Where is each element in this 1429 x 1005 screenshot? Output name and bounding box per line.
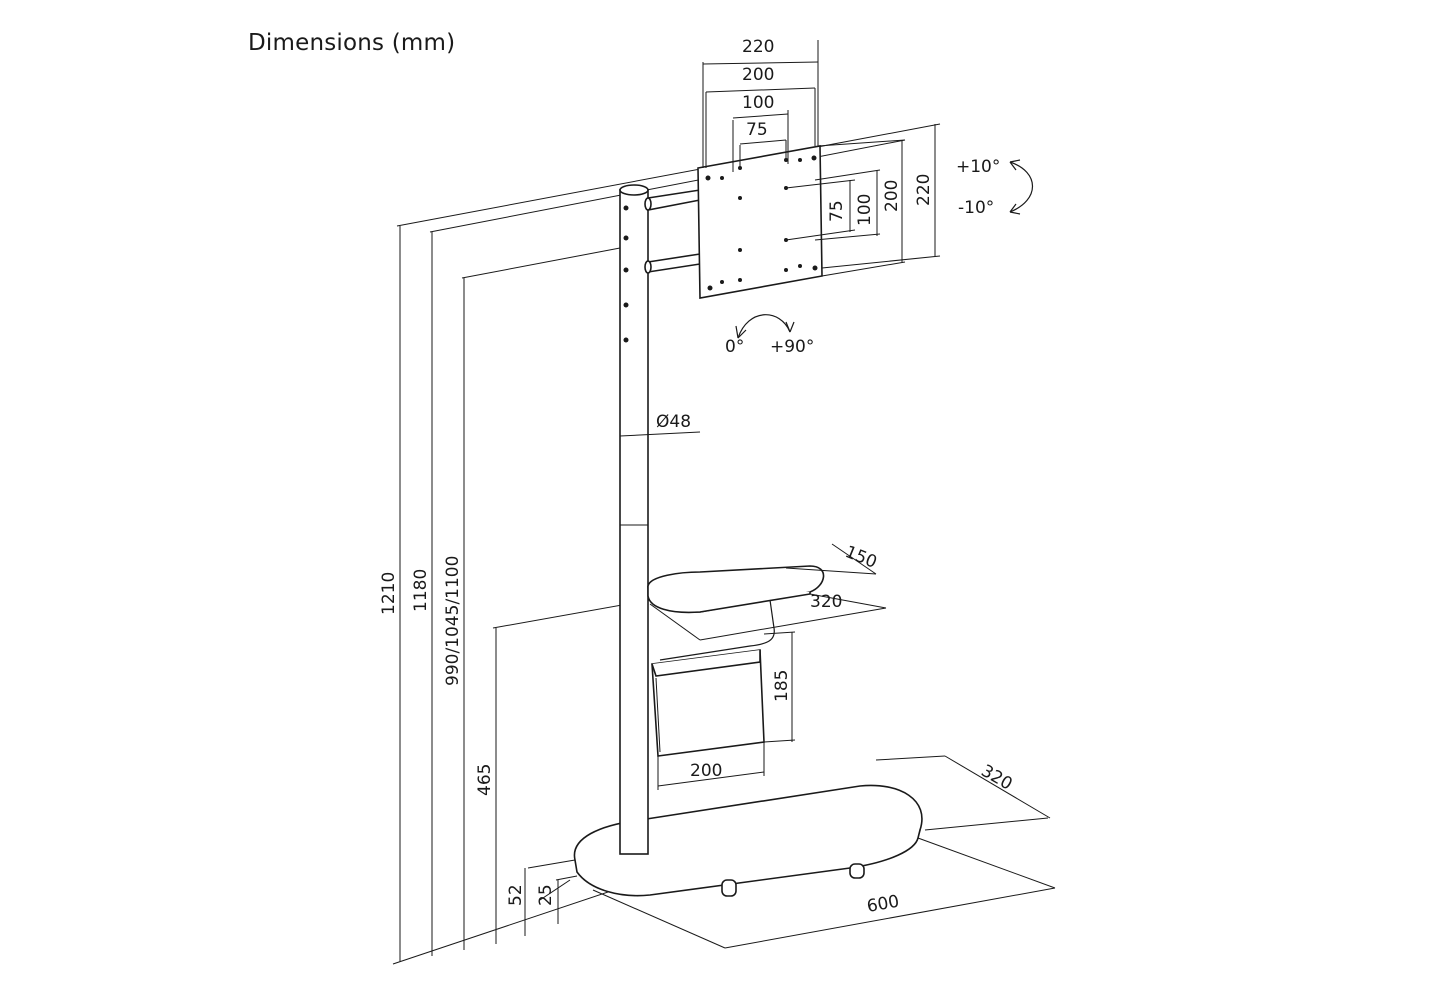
mount-arms: [644, 189, 701, 274]
vesa-plate: [697, 40, 941, 299]
pole: [619, 184, 701, 855]
basket: [651, 631, 796, 790]
vesa-width-100: 100: [742, 93, 774, 113]
vesa-height-200: 200: [882, 180, 902, 212]
base: [573, 755, 1056, 949]
height-base-bottom-label: 25: [536, 884, 556, 906]
height-base-top-label: 52: [506, 884, 526, 906]
vesa-width-220: 220: [742, 37, 774, 57]
vesa-height-75: 75: [827, 200, 847, 222]
vesa-height-100: 100: [855, 194, 875, 226]
tilt-arrow: [1009, 159, 1034, 215]
basket-height-label: 185: [772, 670, 792, 702]
height-total-label: 1210: [379, 572, 399, 615]
height-shelf-label: 465: [475, 764, 495, 796]
base-height-dims: [524, 859, 578, 936]
pole-diameter-label: Ø48: [656, 412, 691, 432]
height-extension-lines: [392, 123, 941, 965]
vesa-width-75: 75: [746, 120, 768, 140]
shelf: [647, 543, 887, 661]
basket-width-label: 200: [690, 761, 722, 781]
vesa-height-220: 220: [914, 174, 934, 206]
tilt-down-label: -10°: [958, 198, 994, 218]
dimension-labels: 220 200 100 75 75 100 200 220 +10° -10° …: [379, 37, 1016, 917]
shelf-width-label: 320: [810, 592, 842, 612]
rotation-arrow: [735, 314, 795, 339]
rotation-end-label: +90°: [770, 337, 814, 357]
height-1180-label: 1180: [411, 569, 431, 612]
vesa-width-200: 200: [742, 65, 774, 85]
shelf-depth-label: 150: [842, 542, 880, 573]
height-center-label: 990/1045/1100: [443, 556, 463, 686]
rotation-start-label: 0°: [725, 337, 744, 357]
base-depth-label: 320: [978, 761, 1016, 795]
base-width-label: 600: [865, 892, 900, 917]
page-title: Dimensions (mm): [248, 30, 456, 56]
tilt-up-label: +10°: [956, 157, 1000, 177]
